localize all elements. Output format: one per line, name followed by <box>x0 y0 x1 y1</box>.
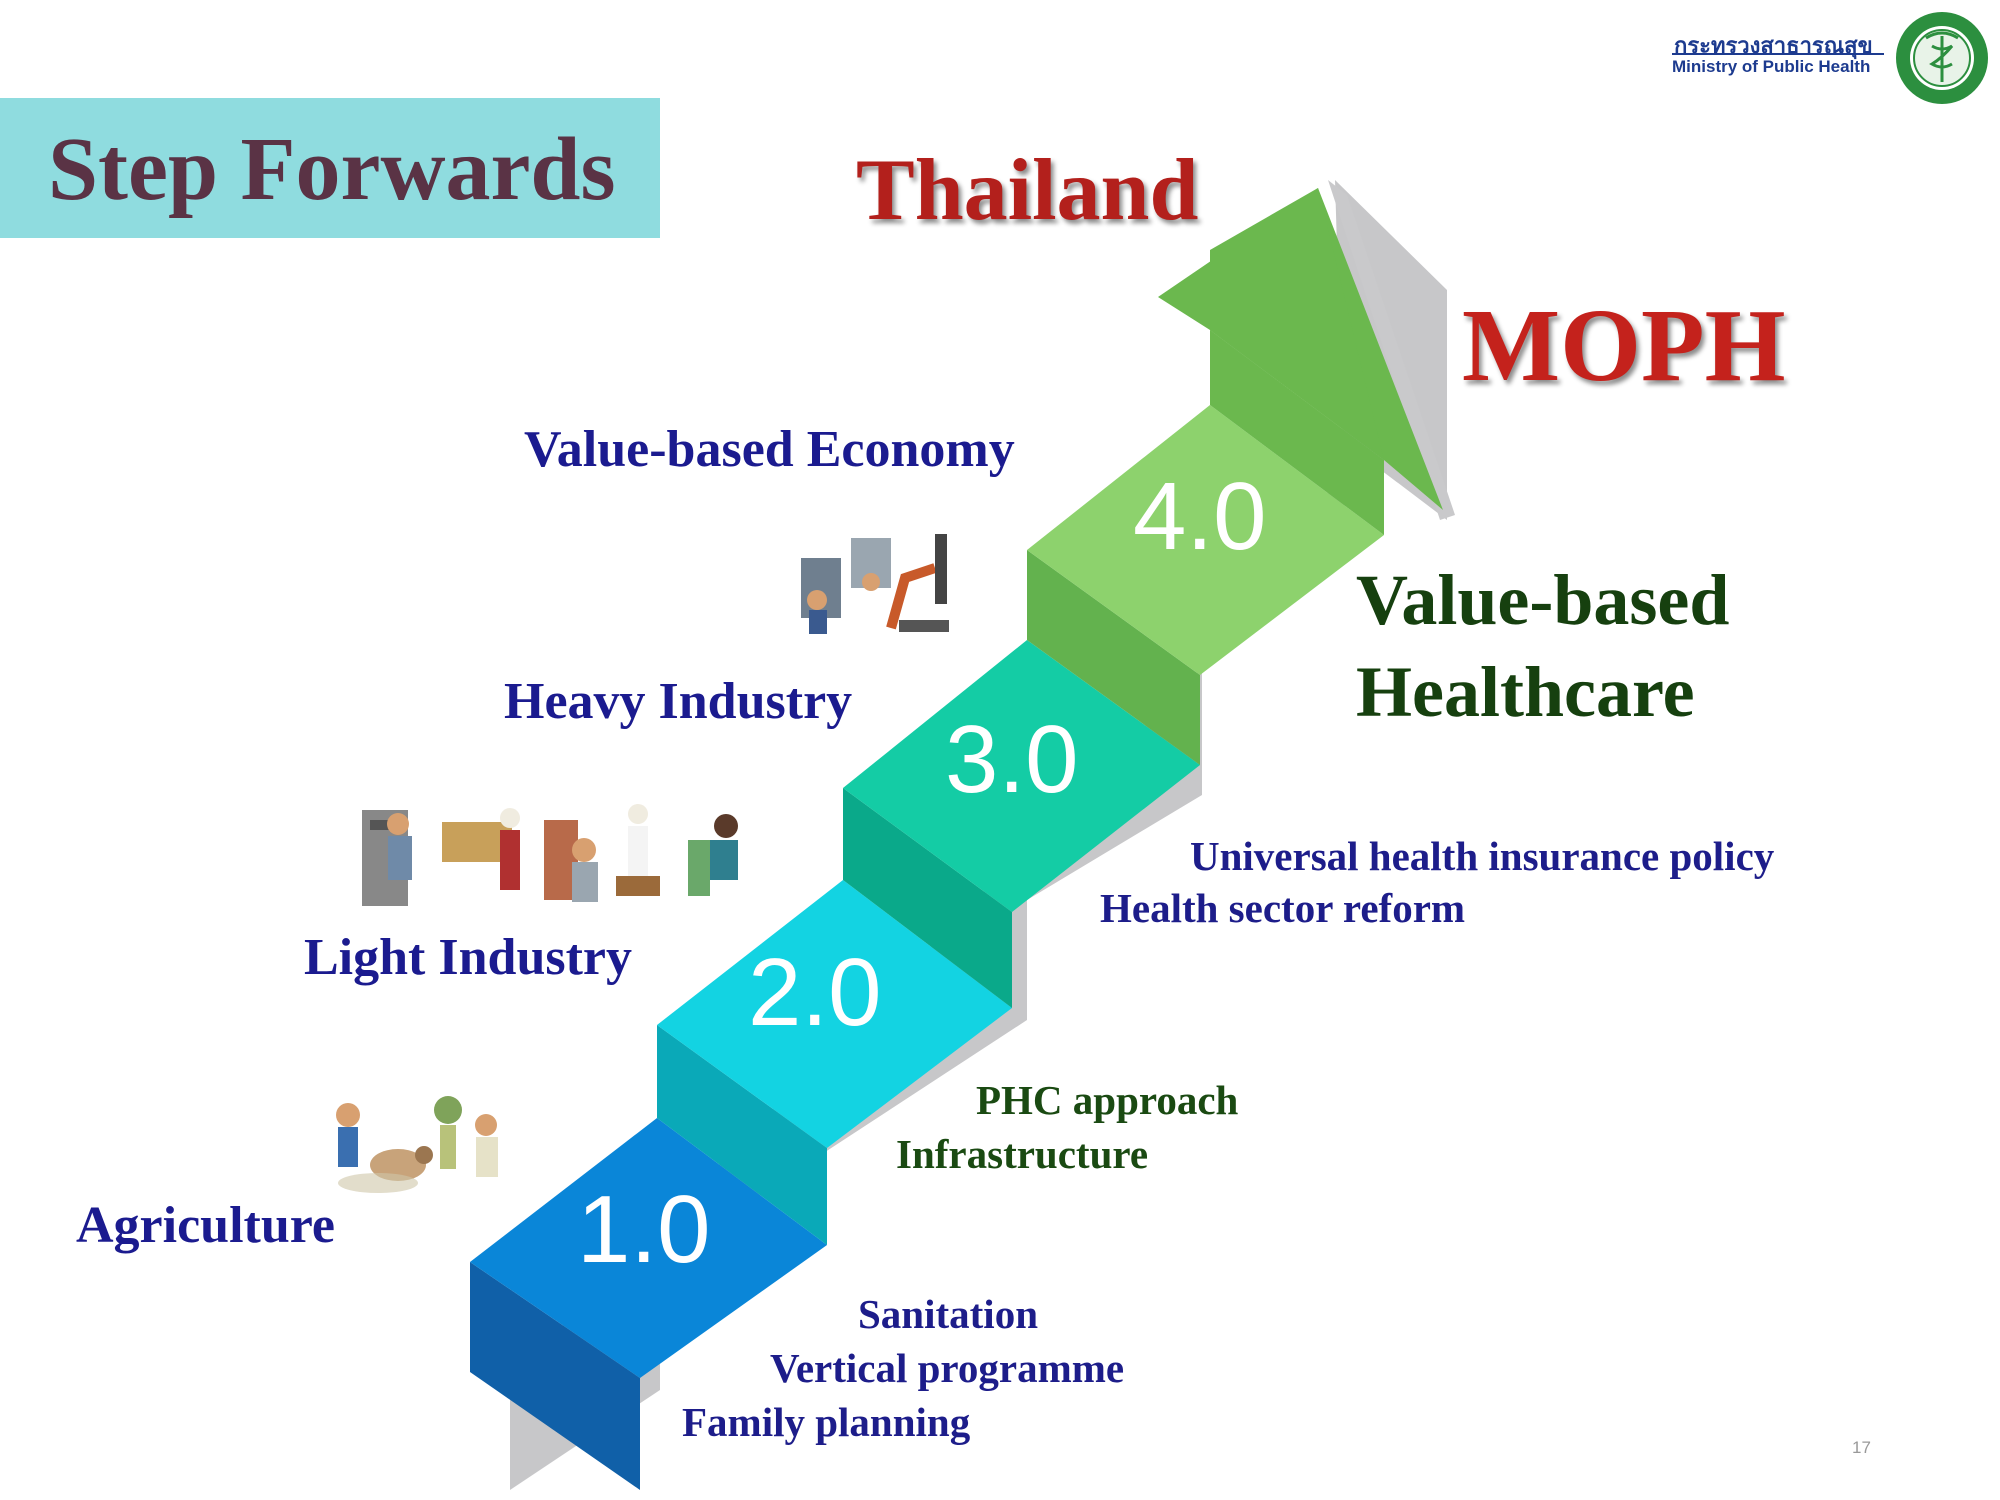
milestone-vertical-programme: Vertical programme <box>770 1345 1125 1391</box>
logo-divider <box>1672 53 1884 55</box>
step-label-3: 3.0 <box>945 706 1078 813</box>
step-1-top <box>470 1118 827 1378</box>
agriculture-illustration <box>336 1096 498 1193</box>
arrow-shaft <box>1210 330 1384 535</box>
vbh-line-2: Healthcare <box>1356 652 1695 732</box>
milestone-sanitation: Sanitation <box>858 1291 1038 1337</box>
stage-heavy-industry: Heavy Industry <box>504 673 853 730</box>
stage-light-industry: Light Industry <box>304 929 632 986</box>
page-number: 17 <box>1852 1438 1871 1457</box>
milestone-value-based-healthcare: Value-based Healthcare <box>1356 554 1729 738</box>
vbh-line-1: Value-based <box>1356 560 1730 640</box>
stage-agriculture: Agriculture <box>76 1197 335 1254</box>
step-label-1: 1.0 <box>577 1176 710 1283</box>
step-4-front <box>1027 550 1200 765</box>
step-3-top <box>843 640 1200 912</box>
milestone-phc-approach: PHC approach <box>976 1077 1239 1123</box>
milestone-infrastructure: Infrastructure <box>896 1131 1149 1177</box>
page-title: Step Forwards <box>48 120 616 219</box>
step-label-2: 2.0 <box>748 939 881 1046</box>
milestone-health-sector-reform: Health sector reform <box>1100 885 1466 931</box>
heavy-industry-illustration <box>801 534 949 634</box>
title-banner <box>0 98 660 238</box>
ministry-name-english: Ministry of Public Health <box>1672 57 1871 76</box>
step-label-4: 4.0 <box>1133 463 1266 570</box>
milestone-universal-health-insurance: Universal health insurance policy <box>1190 833 1775 879</box>
moph-label: MOPH <box>1462 288 1786 403</box>
step-2-top <box>657 880 1012 1148</box>
milestone-family-planning: Family planning <box>682 1399 971 1445</box>
ministry-seal-icon <box>1896 12 1988 104</box>
light-industry-illustration <box>362 804 738 906</box>
step-1-front <box>470 1262 640 1490</box>
step-3-front <box>843 788 1012 1008</box>
arrow-body <box>1210 188 1384 460</box>
step-4-top <box>1027 405 1384 675</box>
stage-value-based-economy: Value-based Economy <box>524 421 1015 478</box>
thailand-label: Thailand <box>856 142 1199 239</box>
step-2-front <box>657 1025 827 1245</box>
arrow-shadow-edge <box>1328 180 1455 520</box>
